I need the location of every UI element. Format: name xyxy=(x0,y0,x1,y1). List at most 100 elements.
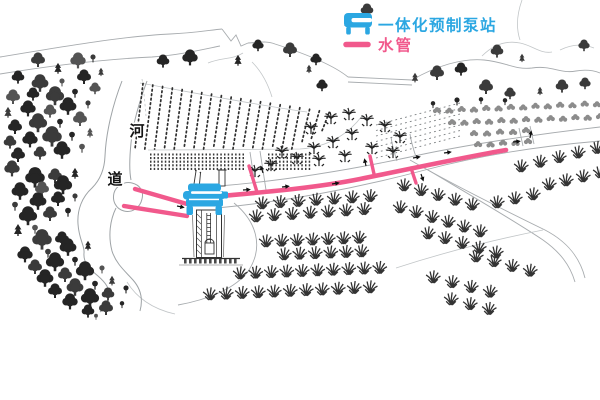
palm-tree-icon xyxy=(274,145,290,159)
orchard-row xyxy=(153,85,164,150)
tree-icon xyxy=(11,147,25,162)
tree-icon xyxy=(579,77,591,90)
grass-tuft-icon xyxy=(282,283,299,298)
palm-tree-icon xyxy=(303,121,319,135)
grass-tuft-icon xyxy=(472,223,489,238)
right-hill-outline-2 xyxy=(481,41,553,57)
tree-icon xyxy=(43,104,57,118)
tree-icon xyxy=(89,82,101,95)
river-label-char-bottom: 道 xyxy=(107,170,122,188)
grass-tuft-icon xyxy=(340,261,357,276)
tank-inner-walls xyxy=(201,210,217,257)
grass-tuft-icon xyxy=(338,202,355,217)
tree-icon xyxy=(6,89,20,104)
hatch-row xyxy=(375,102,461,126)
tree-icon xyxy=(123,285,129,294)
grass-tuft-icon xyxy=(266,283,283,298)
tree-icon xyxy=(119,301,125,309)
tree-icon xyxy=(454,97,460,106)
tree-icon xyxy=(519,53,525,63)
grass-tuft-icon xyxy=(356,260,373,275)
grass-tuft-icon xyxy=(592,164,600,179)
bush-icon xyxy=(580,100,589,107)
tree-icon xyxy=(66,278,84,296)
corner-contour xyxy=(517,0,523,41)
bottom-left-curve xyxy=(126,281,176,315)
bush-icon xyxy=(521,116,531,123)
grass-tuft-icon xyxy=(489,194,506,209)
grass-tuft-icon xyxy=(482,284,499,299)
grass-tuft-icon xyxy=(276,246,293,261)
tree-icon xyxy=(69,131,75,141)
grass-tuft-icon xyxy=(447,192,464,207)
grass-tuft-icon xyxy=(254,195,271,210)
tree-icon xyxy=(29,192,47,210)
bush-icon xyxy=(473,141,483,148)
orchard-row xyxy=(251,100,262,150)
orchard-row xyxy=(212,94,223,150)
tree-icon xyxy=(36,269,54,287)
grass-tuft-icon xyxy=(309,262,326,277)
tree-icon xyxy=(59,97,77,115)
grass-tuft-icon xyxy=(302,205,319,220)
tree-icon xyxy=(65,207,71,217)
right-hill-outline-3 xyxy=(559,44,595,51)
grass-tuft-icon xyxy=(338,244,355,259)
bush-icon xyxy=(534,116,543,123)
grass-tuft-icon xyxy=(437,230,454,245)
tree-icon xyxy=(8,119,22,134)
tree-icon xyxy=(94,313,98,320)
grass-tuft-icon xyxy=(558,172,575,187)
grass-tuft-icon xyxy=(462,296,479,311)
bush-icon xyxy=(484,118,494,125)
tree-icon xyxy=(48,283,62,298)
grass-tuft-icon xyxy=(392,199,409,214)
bush-icon xyxy=(447,119,457,126)
grass-tuft-icon xyxy=(443,291,460,306)
tree-icon xyxy=(430,101,436,109)
tree-icon xyxy=(72,88,78,98)
tree-icon xyxy=(58,267,72,282)
orchard-row xyxy=(173,88,184,150)
bush-icon xyxy=(472,118,481,125)
tree-icon xyxy=(12,201,18,211)
grass-tuft-icon xyxy=(325,262,342,277)
bush-icon xyxy=(482,104,491,111)
grass-tuft-icon xyxy=(408,204,425,219)
grass-tuft-icon xyxy=(234,285,251,300)
tree-icon xyxy=(31,52,45,67)
bush-icon xyxy=(531,102,540,109)
orchard-row xyxy=(183,90,193,150)
grass-tuft-icon xyxy=(504,258,521,273)
tree-icon xyxy=(84,240,92,251)
tree-icon xyxy=(86,127,94,138)
pipe-main xyxy=(218,147,509,199)
bush-icon xyxy=(494,105,503,112)
bush-icon xyxy=(445,107,454,114)
ridge-line-upper xyxy=(0,28,223,58)
tree-icon xyxy=(283,42,297,57)
bush-icon xyxy=(519,104,528,111)
bush-icon xyxy=(571,114,580,121)
bush-icon xyxy=(508,128,518,135)
tree-icon xyxy=(45,86,65,106)
grass-tuft-icon xyxy=(330,281,347,296)
crossing-road-edge-a xyxy=(409,159,586,279)
tree-icon xyxy=(26,87,40,101)
bush-icon xyxy=(460,119,469,126)
bush-icon xyxy=(509,117,518,124)
orchard-row xyxy=(143,84,154,150)
legend-pump-station-label: 一体化预制泵站 xyxy=(378,16,497,35)
orchard-row xyxy=(232,97,242,150)
tree-icon xyxy=(4,160,20,177)
bush-icon xyxy=(469,106,479,113)
orchard-rows xyxy=(134,82,331,150)
antenna xyxy=(193,170,201,185)
palm-tree-icon xyxy=(337,149,353,163)
tree-icon xyxy=(306,64,312,74)
tree-icon xyxy=(101,287,115,301)
grass-tuft-icon xyxy=(291,246,308,261)
grass-tuft-icon xyxy=(413,182,430,197)
